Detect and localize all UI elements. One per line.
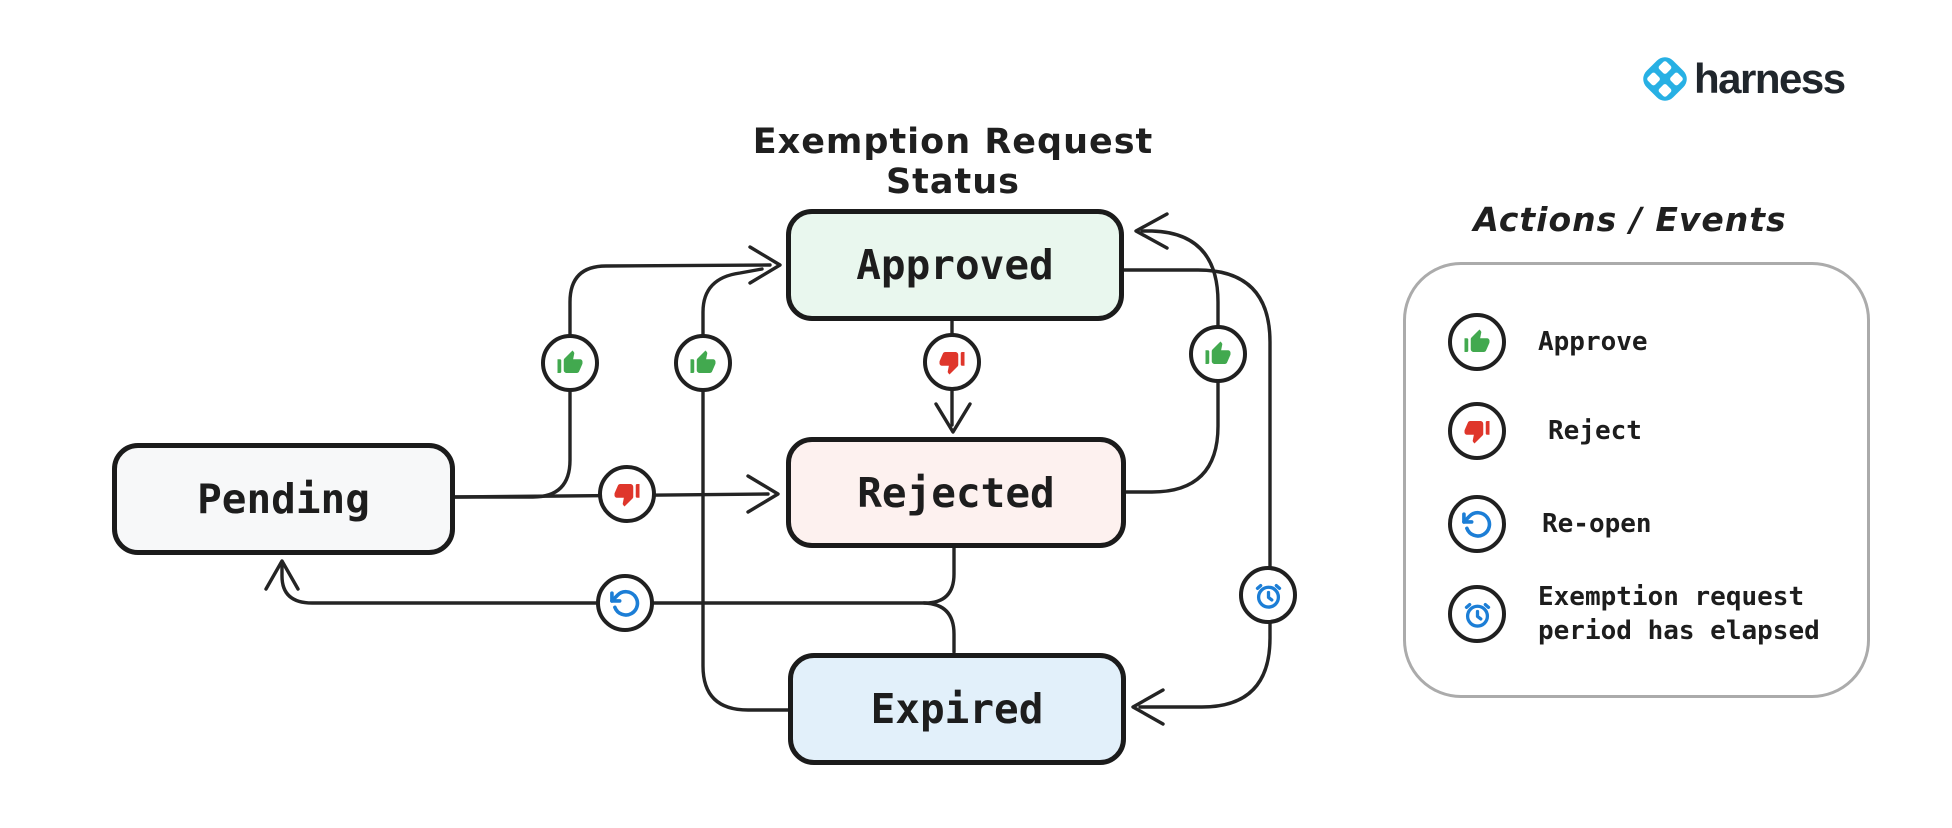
thumbs-down-icon: [923, 333, 981, 391]
thumbs-up-icon: [1189, 325, 1247, 383]
thumbs-up-icon: [541, 334, 599, 392]
arrowhead-into-expired-right: [1131, 688, 1165, 726]
state-rejected: Rejected: [786, 437, 1126, 548]
arrow-expired-pending-stub: [922, 601, 956, 654]
arrowhead-into-approved-right: [1134, 212, 1169, 250]
legend-item-reject: Reject: [1448, 402, 1642, 460]
state-pending-label: Pending: [197, 475, 370, 523]
arrowhead-into-rejected-left: [746, 474, 780, 514]
legend-label-elapsed: Exemption request period has elapsed: [1538, 582, 1820, 647]
legend-label-approve: Approve: [1538, 326, 1648, 357]
page-title: Exemption Request Status: [752, 122, 1154, 202]
legend-item-approve: Approve: [1448, 313, 1648, 371]
arrowhead-into-rejected-top: [934, 402, 972, 434]
alarm-clock-icon: [1239, 566, 1297, 624]
reopen-icon: [1448, 495, 1506, 553]
thumbs-up-icon: [1448, 313, 1506, 371]
legend-item-elapsed: Exemption request period has elapsed: [1448, 580, 1838, 649]
thumbs-up-icon: [674, 334, 732, 392]
arrowhead-into-pending-bottom: [264, 559, 300, 591]
legend-item-reopen: Re-open: [1448, 495, 1652, 553]
state-rejected-label: Rejected: [857, 468, 1055, 517]
harness-logo: harness: [1640, 52, 1846, 106]
thumbs-down-icon: [598, 465, 656, 523]
legend-label-reopen: Re-open: [1542, 508, 1652, 539]
harness-diamond-icon: [1640, 54, 1690, 104]
legend-title: Actions / Events: [1473, 200, 1787, 239]
arrowhead-into-approved-left: [748, 245, 782, 285]
state-pending: Pending: [112, 443, 455, 555]
legend-box: Approve Reject Re-open Exemption request…: [1403, 262, 1870, 698]
arrow-rejected-approved: [1124, 229, 1220, 494]
legend-label-reject: Reject: [1548, 415, 1642, 446]
alarm-clock-icon: [1448, 585, 1506, 644]
state-expired: Expired: [788, 653, 1126, 765]
state-expired-label: Expired: [870, 685, 1044, 733]
state-approved: Approved: [786, 209, 1124, 321]
reopen-icon: [596, 574, 654, 632]
arrow-expired-approved: [701, 267, 790, 712]
state-approved-label: Approved: [856, 241, 1054, 289]
arrow-approved-expired: [1122, 268, 1272, 709]
thumbs-down-icon: [1448, 402, 1506, 460]
harness-wordmark: harness: [1694, 55, 1846, 102]
